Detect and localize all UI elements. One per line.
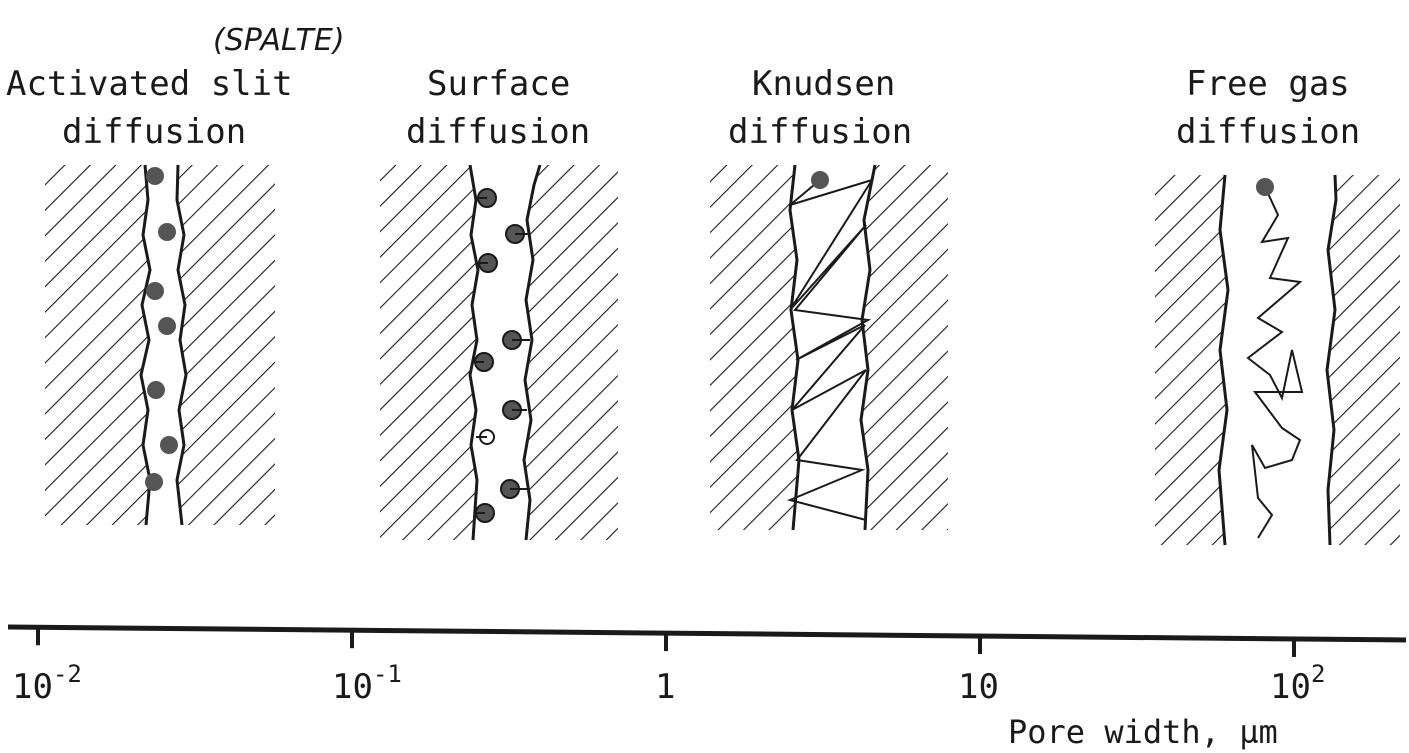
panel-surface xyxy=(380,164,618,541)
molecule xyxy=(1256,178,1274,196)
panel-free-gas xyxy=(1155,174,1400,546)
panel-3-title-line1: Knudsen xyxy=(752,64,895,104)
tick-label-1e-2: 10-2 xyxy=(12,660,82,707)
panel-2-title-line2: diffusion xyxy=(406,112,590,152)
pore-wall-right xyxy=(524,165,618,540)
panel-activated-slit xyxy=(45,164,275,526)
pore-width-axis: 10-2 10-1 1 10 102 Pore width, µm xyxy=(7,624,1407,751)
pore-wall-left xyxy=(380,165,478,540)
wall-edge-right xyxy=(1325,174,1338,546)
molecule xyxy=(811,171,829,189)
wall-edge-right xyxy=(175,164,188,526)
molecule xyxy=(146,282,164,300)
wall-edge-left xyxy=(1217,174,1230,546)
free-gas-trajectory xyxy=(1246,186,1304,539)
panel-knudsen xyxy=(710,164,948,531)
wall-edge-left xyxy=(139,164,152,526)
wall-edge-right xyxy=(522,164,542,541)
pore-wall-right xyxy=(1327,175,1400,545)
tick-labels: 10-2 10-1 1 10 102 xyxy=(12,660,1325,707)
panel-4-title-line2: diffusion xyxy=(1176,112,1360,152)
tick-label-10: 10 xyxy=(958,667,999,707)
tick-marks xyxy=(36,627,1296,657)
molecule xyxy=(158,317,176,335)
knudsen-trajectory xyxy=(786,178,875,521)
axis-title: Pore width, µm xyxy=(1008,713,1278,751)
panel-1-title-line1: Activated slit xyxy=(6,64,293,104)
adsorbed-molecules xyxy=(145,167,178,491)
axis-line xyxy=(7,624,1407,643)
panel-2-title-line1: Surface xyxy=(427,64,570,104)
molecule xyxy=(146,167,164,185)
tick-label-1: 1 xyxy=(655,667,675,707)
pore-wall-left xyxy=(710,165,799,530)
molecule xyxy=(147,381,165,399)
pore-wall-right xyxy=(177,165,275,525)
pore-wall-left xyxy=(1155,175,1228,545)
wall-edge-left xyxy=(788,164,801,531)
annotation-spalte: (SPALTE) xyxy=(213,23,345,58)
surface-molecules xyxy=(474,188,530,523)
panel-3-title-line2: diffusion xyxy=(728,112,912,152)
pore-wall-left xyxy=(45,165,150,525)
wall-edge-left xyxy=(468,164,480,541)
molecule xyxy=(158,223,176,241)
pore-wall-right xyxy=(861,165,948,530)
tick-label-1e2: 102 xyxy=(1270,660,1325,707)
molecule xyxy=(160,436,178,454)
panel-1-title-line2: diffusion xyxy=(62,112,246,152)
tick-label-1e-1: 10-1 xyxy=(332,660,402,707)
molecule xyxy=(145,473,163,491)
panel-4-title-line1: Free gas xyxy=(1186,64,1350,104)
